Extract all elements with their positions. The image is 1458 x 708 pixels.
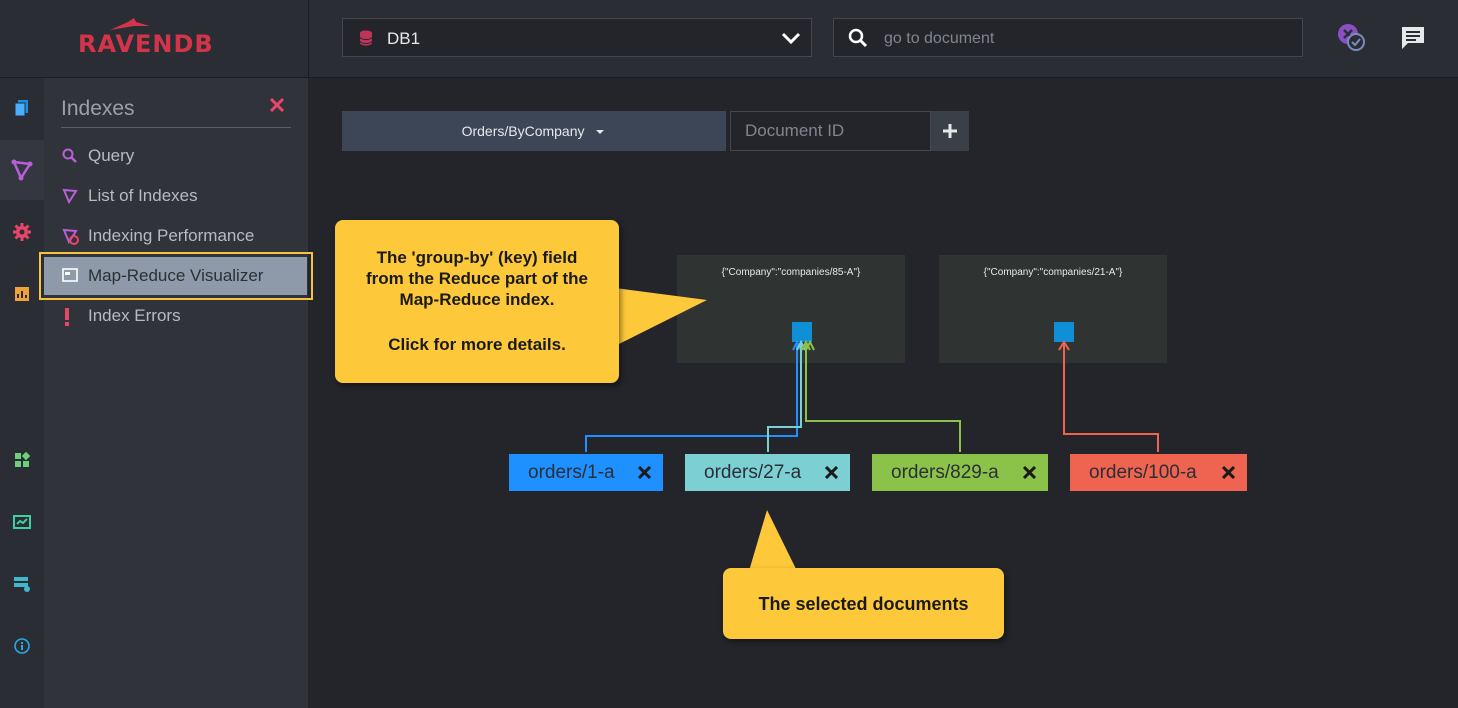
cluster-icon: [13, 515, 31, 529]
remove-icon[interactable]: [1023, 466, 1036, 479]
submenu-item-map-reduce-visualizer[interactable]: Map-Reduce Visualizer: [39, 252, 313, 300]
document-links: [585, 339, 1159, 452]
document-id: orders/829-a: [891, 461, 999, 483]
submenu-item-label: Index Errors: [88, 306, 181, 325]
index-selector[interactable]: Orders/ByCompany: [342, 111, 726, 151]
rail-about[interactable]: [0, 616, 44, 676]
top-bar: RAVENDB DB1: [0, 0, 1458, 78]
document-tag[interactable]: orders/100-a: [1070, 454, 1247, 491]
callout-text: The selected documents: [758, 594, 969, 614]
link-orders-829-a: [801, 339, 961, 452]
document-id: orders/100-a: [1089, 461, 1197, 483]
rail-server[interactable]: [0, 554, 44, 614]
rail-cluster[interactable]: [0, 492, 44, 552]
callout-pointer: [615, 288, 797, 571]
settings-icon: [13, 223, 31, 241]
plus-icon: [943, 124, 957, 138]
add-document-button[interactable]: [931, 111, 969, 151]
caret-down-icon: [596, 130, 605, 135]
submenu-item-label: Query: [88, 146, 135, 165]
submenu-item-label: List of Indexes: [88, 186, 198, 205]
selected-documents-callout: The selected documents: [723, 568, 1004, 639]
selected-item-highlight: [39, 252, 313, 300]
link-orders-1-a: [585, 339, 802, 452]
selected-item-background: [44, 257, 307, 295]
submenu-item-label: Indexing Performance: [88, 226, 255, 245]
indexes-icon: [11, 159, 33, 181]
index-name: Orders/ByCompany: [461, 123, 585, 139]
remove-icon[interactable]: [638, 466, 651, 479]
submenu-item-indexing-performance[interactable]: Indexing Performance: [44, 216, 308, 256]
document-id: orders/27-a: [704, 461, 802, 483]
search-icon: [848, 28, 868, 48]
submenu-item-index-errors[interactable]: Index Errors: [44, 296, 308, 336]
logo-area: RAVENDB: [0, 0, 309, 77]
submenu-title: Indexes: [61, 97, 135, 120]
callout-line: from the Reduce part of the: [366, 269, 588, 288]
database-selector[interactable]: DB1: [342, 18, 812, 57]
document-tag[interactable]: orders/27-a: [685, 454, 850, 491]
chat-icon[interactable]: [1400, 25, 1426, 51]
search-input[interactable]: [882, 26, 1286, 52]
index-selector-label: Orders/ByCompany: [342, 123, 726, 139]
document-search[interactable]: [833, 18, 1303, 57]
document-tag[interactable]: orders/1-a: [509, 454, 663, 491]
raven-logo-icon: [110, 18, 150, 30]
callout-line: Click for more details.: [388, 335, 566, 354]
link-orders-100-a: [1058, 340, 1159, 452]
reduce-key-box[interactable]: {"Company":"companies/85-A"}: [677, 255, 905, 363]
reduce-key-box[interactable]: {"Company":"companies/21-A"}: [939, 255, 1167, 363]
callout-line: The 'group-by' (key) field: [376, 248, 578, 267]
remove-icon[interactable]: [825, 466, 838, 479]
main-menu-rail: [0, 78, 45, 708]
document-id-input[interactable]: [730, 111, 931, 151]
submenu-item-list-of-indexes[interactable]: List of Indexes: [44, 176, 308, 216]
submenu-item-query[interactable]: Query: [44, 136, 308, 176]
reduce-result-node[interactable]: [792, 322, 812, 342]
ravendb-logo[interactable]: RAVENDB: [78, 30, 214, 58]
stats-icon: [15, 287, 29, 301]
database-icon: [359, 30, 373, 46]
index-list-icon: [62, 188, 78, 204]
server-icon: [14, 577, 30, 592]
dashboard-icon: [15, 452, 30, 467]
reduce-key-label: {"Company":"companies/85-A"}: [721, 267, 861, 278]
rail-stats[interactable]: [0, 264, 44, 324]
reduce-key-label: {"Company":"companies/21-A"}: [983, 267, 1123, 278]
document-id: orders/1-a: [528, 461, 615, 483]
visualizer-icon: [62, 268, 78, 282]
rail-dashboard[interactable]: [0, 430, 44, 490]
submenu-item-label: Map-Reduce Visualizer: [88, 266, 264, 285]
indexes-submenu: Indexes Query List of Indexes Indexing P…: [39, 78, 313, 708]
rail-documents[interactable]: [0, 78, 44, 138]
error-icon: [65, 308, 69, 326]
documents-icon: [14, 100, 28, 117]
performance-icon: [62, 228, 79, 245]
notifications-icon[interactable]: [1336, 22, 1368, 54]
submenu-divider: [61, 127, 291, 128]
rail-indexes[interactable]: [0, 140, 44, 200]
document-tag[interactable]: orders/829-a: [872, 454, 1048, 491]
rail-settings[interactable]: [0, 202, 44, 262]
search-icon: [62, 148, 77, 163]
database-name: DB1: [387, 29, 421, 48]
remove-icon[interactable]: [1222, 466, 1235, 479]
about-icon: [14, 638, 30, 654]
reduce-result-node[interactable]: [1054, 322, 1074, 342]
key-field-callout: The 'group-by' (key) field from the Redu…: [335, 220, 619, 383]
callout-line: Map-Reduce index.: [399, 290, 555, 309]
map-reduce-visualizer: Orders/ByCompany {"Company":"companies/8…: [309, 78, 1458, 708]
chevron-down-icon[interactable]: [781, 31, 801, 45]
close-icon[interactable]: [270, 98, 284, 112]
